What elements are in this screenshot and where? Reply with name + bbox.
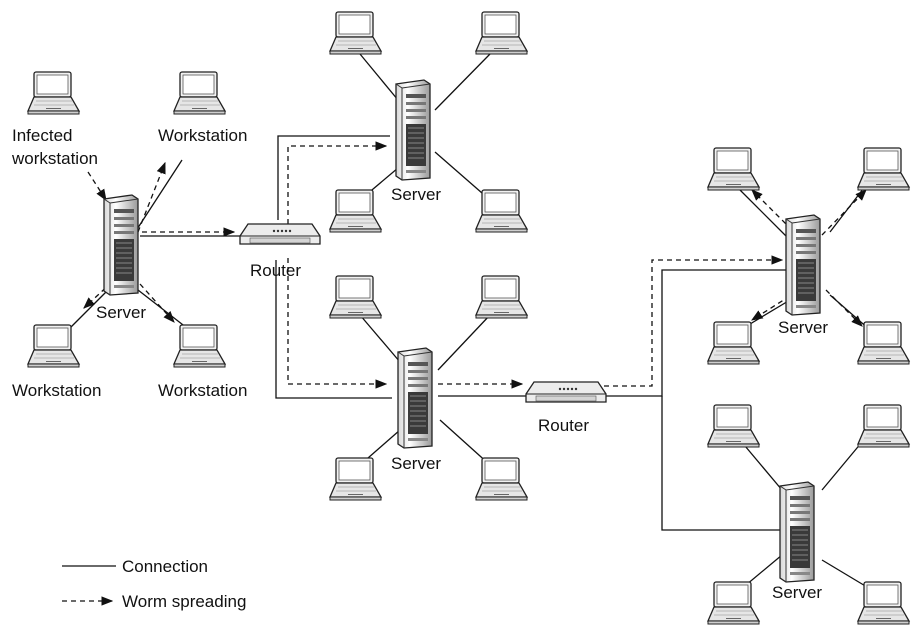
labels: Infected workstation Workstation Worksta… — [11, 126, 828, 602]
infected-label-line1: Infected — [12, 126, 73, 145]
workstation-laptop — [27, 324, 80, 368]
workstation-laptop — [475, 11, 528, 55]
server-tower — [785, 214, 821, 316]
server-label: Server — [96, 303, 146, 322]
workstation-label: Workstation — [158, 126, 247, 145]
workstation-laptop — [475, 275, 528, 319]
legend-connection-label: Connection — [122, 557, 208, 576]
workstation-laptop — [329, 275, 382, 319]
workstation-laptop — [173, 324, 226, 368]
workstation-laptop — [475, 189, 528, 233]
workstation-laptop — [173, 71, 226, 115]
workstation-laptop — [857, 321, 910, 365]
server-label: Server — [391, 454, 441, 473]
workstation-laptop — [857, 581, 910, 625]
connection-lines — [59, 53, 873, 591]
workstation-laptop — [707, 321, 760, 365]
server-label: Server — [391, 185, 441, 204]
legend-worm-label: Worm spreading — [122, 592, 246, 611]
legend: Connection Worm spreading — [62, 557, 246, 611]
router-label: Router — [538, 416, 589, 435]
router-device — [239, 223, 321, 245]
workstation-label: Workstation — [158, 381, 247, 400]
worm-spread-arrows — [83, 141, 867, 389]
server-tower — [395, 79, 431, 181]
workstation-laptop — [857, 147, 910, 191]
workstation-laptop — [475, 457, 528, 501]
server-label: Server — [778, 318, 828, 337]
workstation-laptop — [857, 404, 910, 448]
workstation-laptop — [329, 457, 382, 501]
infected-label-line2: workstation — [11, 149, 98, 168]
workstation-laptop — [329, 189, 382, 233]
workstation-laptop — [329, 11, 382, 55]
server-tower — [779, 481, 815, 583]
router-label: Router — [250, 261, 301, 280]
server-label: Server — [772, 583, 822, 602]
workstation-laptop — [707, 404, 760, 448]
server-tower — [103, 194, 139, 296]
server-tower — [397, 347, 433, 449]
infected-workstation-laptop — [27, 71, 80, 115]
workstation-laptop — [707, 581, 760, 625]
workstation-laptop — [707, 147, 760, 191]
router-device — [525, 381, 607, 403]
workstation-label: Workstation — [12, 381, 101, 400]
